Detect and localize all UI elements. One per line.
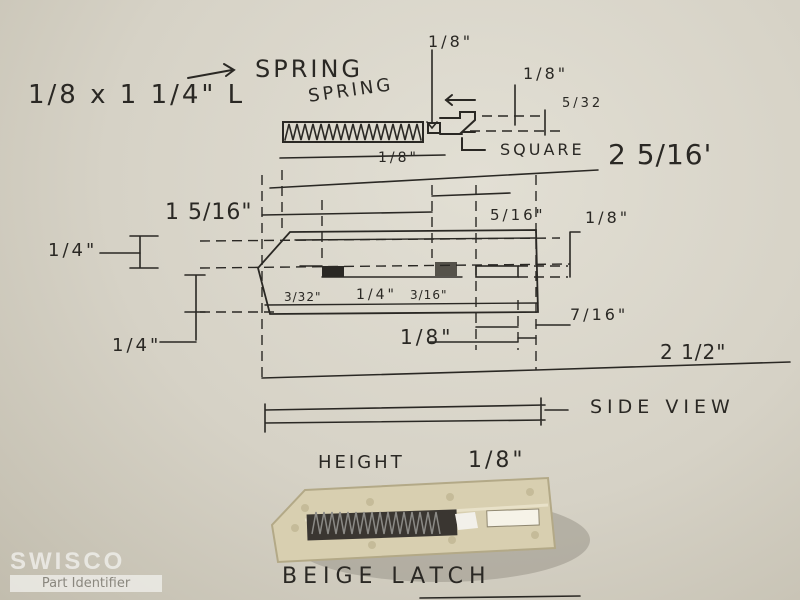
height-label: HEIGHT (318, 452, 405, 473)
latch-plan-view (199, 170, 571, 380)
dim-3-16: 3/16" (410, 288, 448, 302)
dim-7-16: 7/16" (570, 305, 629, 324)
square-block-drawing (426, 49, 560, 151)
dim-top-1-8: 1/8" (428, 32, 474, 51)
dim-left-1-4-top: 1/4" (48, 240, 98, 261)
dim-square-1-8: 1/8" (523, 64, 569, 83)
dim-5-32: 5/32 (562, 96, 604, 111)
dim-left-1-8: 1/8" (378, 150, 419, 166)
spring-size-spec: 1/8 x 1 1/4" L (28, 80, 246, 110)
side-view-drawing (264, 397, 569, 433)
swisco-watermark: SWISCO Part Identifier (10, 550, 162, 592)
square-label: SQUARE (500, 140, 585, 159)
dim-1-4: 1/4" (356, 287, 397, 303)
dim-bottom-1-8: 1/8" (400, 325, 454, 349)
dim-slot-5-16: 5/16" (490, 206, 546, 224)
spring-drawing (282, 121, 424, 143)
part-label: BEIGE LATCH (282, 564, 492, 589)
spring-arrow-target: SPRING (255, 55, 364, 83)
watermark-brand: SWISCO (10, 548, 126, 575)
dim-overall-2-1-2: 2 1/2" (660, 340, 727, 364)
height-value: 1/8" (468, 448, 526, 473)
dim-left-1-4-bottom: 1/4" (112, 335, 162, 356)
dim-1-5-16: 1 5/16" (165, 200, 253, 225)
dim-overall-2-5-16: 2 5/16' (608, 138, 713, 171)
dim-right-1-8: 1/8" (585, 208, 631, 227)
dim-3-32: 3/32" (284, 290, 322, 304)
side-view-label: SIDE VIEW (590, 396, 735, 418)
latch-photo (270, 476, 590, 582)
watermark-subtitle: Part Identifier (10, 575, 162, 592)
